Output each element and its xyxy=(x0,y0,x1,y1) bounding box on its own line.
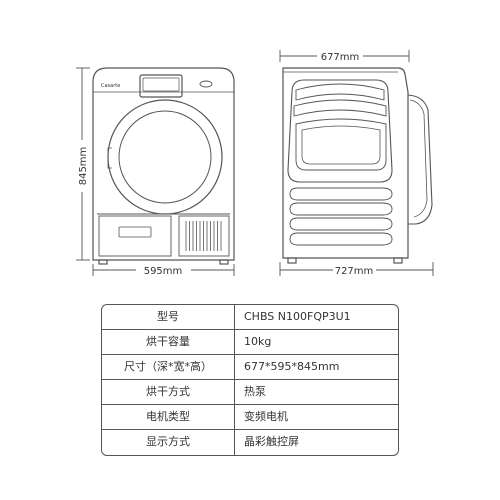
spec-value: 晶彩触控屏 xyxy=(244,435,299,448)
side-foot-left xyxy=(287,257,297,264)
power-button-icon xyxy=(199,80,213,88)
front-width-label: 595mm xyxy=(144,266,183,277)
spec-value: CHBS N100FQP3U1 xyxy=(244,310,351,323)
front-cabinet-outline xyxy=(92,67,235,261)
side-rib-band xyxy=(293,99,387,117)
spec-value: 变频电机 xyxy=(244,410,288,423)
door-glass xyxy=(118,110,212,204)
spec-row-motor-type: 电机类型 变频电机 xyxy=(102,404,398,429)
side-rib-window xyxy=(295,118,387,171)
front-width-dimension xyxy=(92,264,235,276)
vent-slats xyxy=(185,221,222,251)
side-door-inner xyxy=(409,99,428,218)
side-foot-right xyxy=(393,257,403,264)
spec-value: 10kg xyxy=(244,335,272,348)
vent-grille xyxy=(178,215,230,257)
spec-row-model: 型号 CHBS N100FQP3U1 xyxy=(102,305,398,329)
front-foot-right xyxy=(219,259,229,265)
side-top-depth-label: 677mm xyxy=(321,52,360,63)
side-panel-ribs xyxy=(287,79,393,246)
spec-row-display-type: 显示方式 晶彩触控屏 xyxy=(102,429,398,454)
spec-key: 型号 xyxy=(157,310,179,323)
side-rib-window-inner xyxy=(301,125,381,165)
front-height-dimension xyxy=(76,67,90,261)
side-top-depth-dimension xyxy=(279,50,410,62)
spec-key: 尺寸（深*宽*高） xyxy=(124,360,212,373)
display-screen xyxy=(139,74,183,98)
side-bottom-depth-dimension xyxy=(279,262,434,276)
spec-value: 677*595*845mm xyxy=(244,360,340,373)
side-rib-band xyxy=(295,83,385,101)
side-cabinet-outline xyxy=(282,67,409,259)
display-inner xyxy=(142,77,180,92)
spec-row-dimensions: 尺寸（深*宽*高） 677*595*845mm xyxy=(102,354,398,379)
spec-key: 烘干方式 xyxy=(146,385,190,398)
side-rib-band xyxy=(289,202,393,216)
front-foot-left xyxy=(98,259,108,265)
spec-row-drying-method: 烘干方式 热泵 xyxy=(102,379,398,404)
spec-key: 显示方式 xyxy=(146,435,190,448)
side-door-profile xyxy=(407,94,433,225)
filter-drawer-handle xyxy=(118,226,152,238)
spec-key: 烘干容量 xyxy=(146,335,190,348)
spec-table-column-divider xyxy=(234,305,235,455)
front-height-label: 845mm xyxy=(78,147,89,186)
side-rib-band xyxy=(289,232,393,246)
spec-row-capacity: 烘干容量 10kg xyxy=(102,329,398,354)
side-rib-band xyxy=(289,187,393,201)
product-dimension-drawing: Casarte 595mm 845mm 677mm xyxy=(76,50,434,277)
side-bottom-depth-label: 727mm xyxy=(335,266,374,277)
brand-logo: Casarte xyxy=(101,83,120,89)
spec-table: 型号 CHBS N100FQP3U1 烘干容量 10kg 尺寸（深*宽*高） 6… xyxy=(101,304,399,456)
side-view xyxy=(282,67,433,264)
front-view xyxy=(92,67,235,265)
door-outer-ring xyxy=(107,99,223,215)
door-hinge xyxy=(107,147,112,169)
spec-key: 电机类型 xyxy=(146,410,190,423)
filter-drawer xyxy=(98,215,172,257)
side-panel-outer xyxy=(287,79,393,183)
spec-value: 热泵 xyxy=(244,385,266,398)
side-rib-band xyxy=(289,217,393,231)
